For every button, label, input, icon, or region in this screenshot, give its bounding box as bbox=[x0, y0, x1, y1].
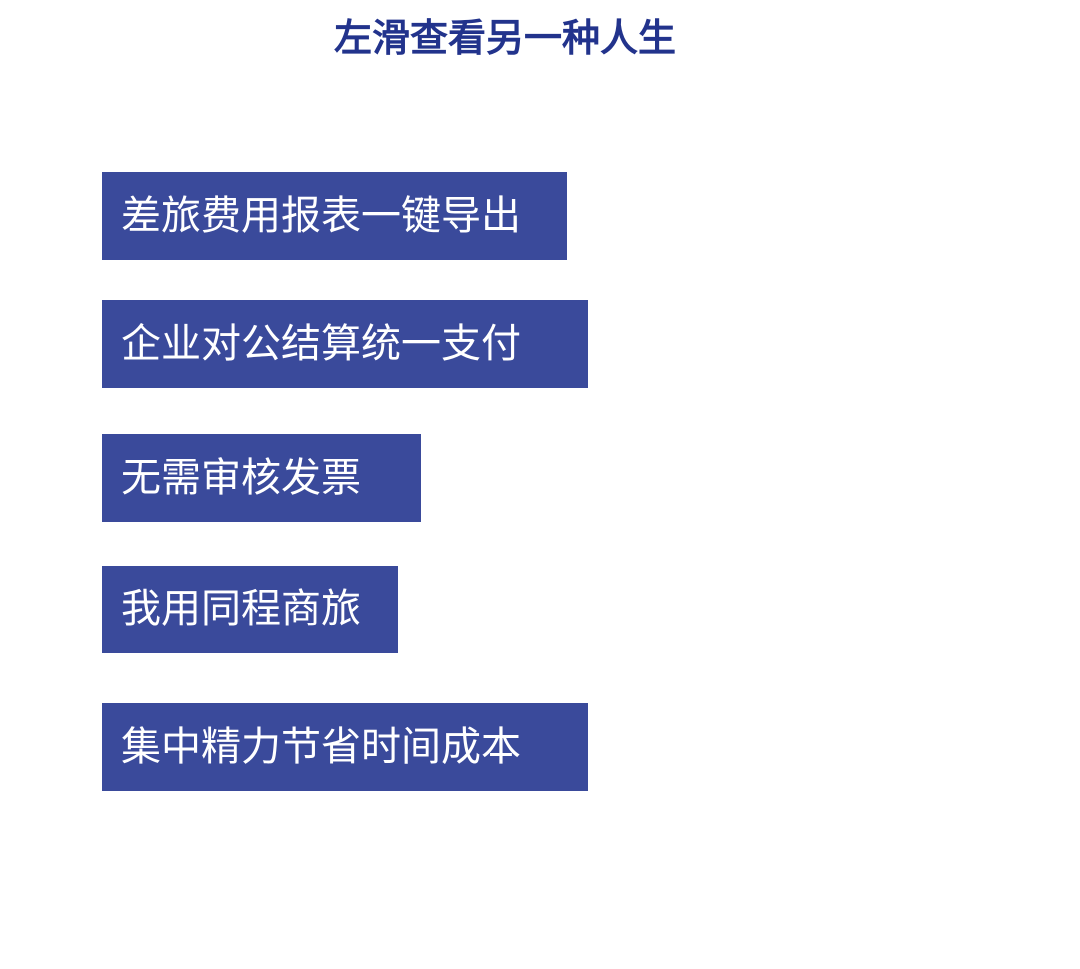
feature-tag-use-tongcheng: 我用同程商旅 bbox=[102, 566, 398, 653]
page-title: 左滑查看另一种人生 bbox=[333, 16, 676, 60]
feature-tag-report-export: 差旅费用报表一键导出 bbox=[102, 172, 567, 260]
feature-tag-save-time: 集中精力节省时间成本 bbox=[102, 703, 588, 791]
feature-tag-no-invoice-review: 无需审核发票 bbox=[102, 434, 421, 522]
feature-tag-unified-payment: 企业对公结算统一支付 bbox=[102, 300, 588, 388]
